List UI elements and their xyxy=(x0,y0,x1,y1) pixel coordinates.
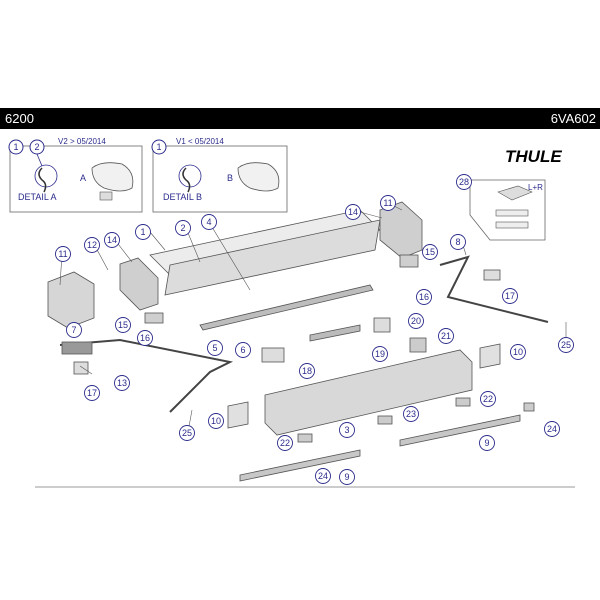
callout-25: 25 xyxy=(179,425,195,441)
callout-7: 7 xyxy=(66,322,82,338)
svg-text:8: 8 xyxy=(455,237,460,247)
callout-19: 19 xyxy=(372,346,388,362)
callout-22: 22 xyxy=(277,435,293,451)
svg-text:14: 14 xyxy=(348,207,358,217)
svg-text:13: 13 xyxy=(117,378,127,388)
callout-14: 14 xyxy=(345,204,361,220)
svg-text:11: 11 xyxy=(383,198,392,208)
svg-text:16: 16 xyxy=(419,292,429,302)
svg-text:5: 5 xyxy=(212,343,217,353)
svg-text:1: 1 xyxy=(13,142,18,152)
svg-text:3: 3 xyxy=(344,425,349,435)
svg-text:4: 4 xyxy=(206,217,211,227)
detail-b-panel: V1 < 05/2014 1 DETAIL B B xyxy=(151,137,288,213)
callout-11: 11 xyxy=(55,246,71,262)
callout-a2: 2 xyxy=(29,139,45,155)
svg-text:15: 15 xyxy=(425,247,435,257)
callout-24: 24 xyxy=(315,468,331,484)
detail-a-version: V2 > 05/2014 xyxy=(58,137,106,146)
svg-text:22: 22 xyxy=(483,394,493,404)
callout-24: 24 xyxy=(544,421,560,437)
callout-8: 8 xyxy=(450,234,466,250)
callout-1: 1 xyxy=(135,224,151,240)
callout-15: 15 xyxy=(115,317,131,333)
svg-text:1: 1 xyxy=(140,227,145,237)
callout-20: 20 xyxy=(408,313,424,329)
detail-b-version: V1 < 05/2014 xyxy=(176,137,224,146)
svg-text:19: 19 xyxy=(375,349,385,359)
callout-16: 16 xyxy=(416,289,432,305)
parts xyxy=(47,201,549,482)
callout-2: 2 xyxy=(175,220,191,236)
svg-text:2: 2 xyxy=(34,142,39,152)
detail-a-panel: V2 > 05/2014 1 2 DETAIL A A xyxy=(8,137,143,213)
callout-15: 15 xyxy=(422,244,438,260)
svg-text:25: 25 xyxy=(561,340,571,350)
callout-22: 22 xyxy=(480,391,496,407)
callout-a1: 1 xyxy=(8,139,24,155)
svg-text:24: 24 xyxy=(318,471,328,481)
svg-text:24: 24 xyxy=(547,424,557,434)
detail-a-label: DETAIL A xyxy=(18,192,57,202)
callout-12: 12 xyxy=(84,237,100,253)
title-bar: 6200 6VA602 xyxy=(0,108,600,129)
callout-14: 14 xyxy=(104,232,120,248)
svg-text:18: 18 xyxy=(302,366,312,376)
inset-28-panel: L+R xyxy=(469,179,546,241)
svg-text:10: 10 xyxy=(211,416,221,426)
callout-b1: 1 xyxy=(151,139,167,155)
callout-5: 5 xyxy=(207,340,223,356)
callout-16: 16 xyxy=(137,330,153,346)
callout-13: 13 xyxy=(114,375,130,391)
part-code: 6VA602 xyxy=(550,111,596,126)
svg-text:21: 21 xyxy=(441,331,451,341)
detail-a-letter: A xyxy=(80,173,86,183)
svg-text:12: 12 xyxy=(87,240,97,250)
svg-text:9: 9 xyxy=(484,438,489,448)
detail-b-letter: B xyxy=(227,173,233,183)
svg-text:2: 2 xyxy=(180,223,185,233)
svg-text:14: 14 xyxy=(107,235,117,245)
svg-text:10: 10 xyxy=(513,347,523,357)
callout-17: 17 xyxy=(84,385,100,401)
svg-text:7: 7 xyxy=(71,325,76,335)
svg-text:28: 28 xyxy=(459,177,469,187)
svg-text:17: 17 xyxy=(87,388,97,398)
callout-10: 10 xyxy=(510,344,526,360)
callout-17: 17 xyxy=(502,288,518,304)
svg-text:6: 6 xyxy=(240,345,245,355)
callout-23: 23 xyxy=(403,406,419,422)
svg-text:9: 9 xyxy=(344,472,349,482)
svg-text:20: 20 xyxy=(411,316,421,326)
svg-text:15: 15 xyxy=(118,320,128,330)
svg-text:11: 11 xyxy=(58,249,67,259)
svg-text:16: 16 xyxy=(140,333,150,343)
inset-note: L+R xyxy=(528,183,543,192)
svg-text:22: 22 xyxy=(280,438,290,448)
callout-6: 6 xyxy=(235,342,251,358)
model-number: 6200 xyxy=(5,111,34,126)
callout-21: 21 xyxy=(438,328,454,344)
callout-9: 9 xyxy=(339,469,355,485)
callout-18: 18 xyxy=(299,363,315,379)
callout-9: 9 xyxy=(479,435,495,451)
svg-text:1: 1 xyxy=(156,142,161,152)
callout-28: 28 xyxy=(456,174,472,190)
detail-b-label: DETAIL B xyxy=(163,192,202,202)
callout-4: 4 xyxy=(201,214,217,230)
svg-text:25: 25 xyxy=(182,428,192,438)
svg-text:23: 23 xyxy=(406,409,416,419)
callout-3: 3 xyxy=(339,422,355,438)
svg-text:17: 17 xyxy=(505,291,515,301)
brand-logo: THULE xyxy=(505,147,562,166)
callout-25: 25 xyxy=(558,337,574,353)
callout-10: 10 xyxy=(208,413,224,429)
callout-11: 11 xyxy=(380,195,396,211)
